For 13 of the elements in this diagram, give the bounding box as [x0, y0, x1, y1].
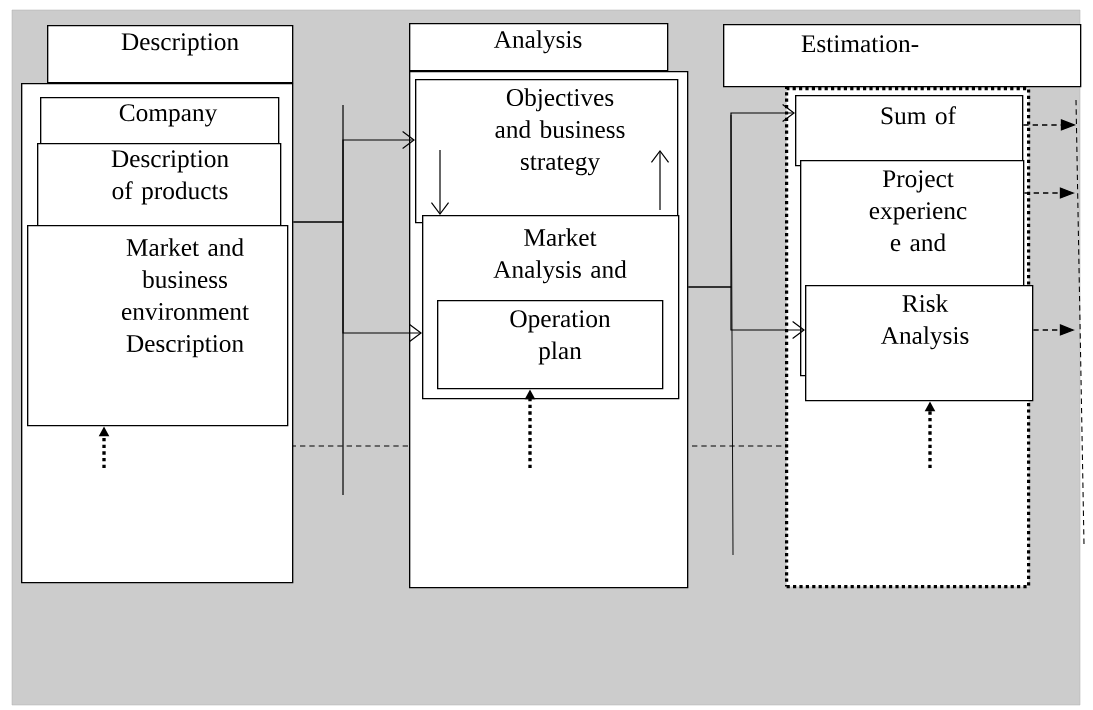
- header-box: Estimation-: [723, 24, 1082, 88]
- process-box: Description of products: [37, 143, 282, 227]
- process-box: Sum of: [795, 95, 1024, 167]
- arrow: [430, 149, 450, 215]
- process-box: Company: [40, 97, 280, 145]
- process-box: Operation plan: [437, 300, 664, 390]
- header-box: Description: [47, 25, 294, 84]
- arrow: [292, 221, 422, 343]
- arrow: [687, 286, 805, 340]
- process-box: Objectives and business strategy: [415, 79, 679, 224]
- arrow: [650, 150, 670, 211]
- process-box: Risk Analysis: [805, 285, 1034, 402]
- header-box: Analysis: [409, 23, 669, 72]
